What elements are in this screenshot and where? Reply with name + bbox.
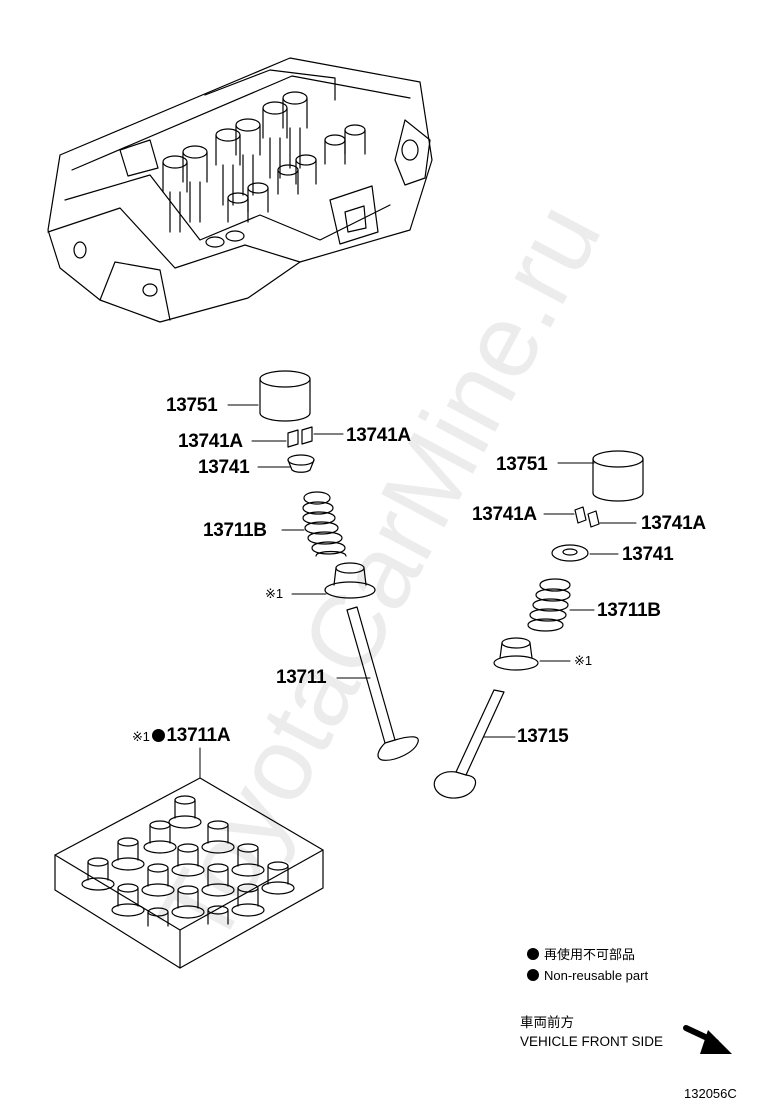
non-reusable-dot-icon [151, 729, 165, 742]
ref-mark-right: ※1 [574, 653, 593, 668]
vehicle-front-arrow-icon [683, 1025, 732, 1054]
label-13741a-right-1: 13741A [472, 504, 537, 525]
label-13715: 13715 [517, 726, 569, 747]
label-13751-right: 13751 [496, 454, 548, 475]
leader-lines [199, 404, 637, 779]
right-valve-stack-drawing [433, 450, 644, 799]
left-valve-stack-drawing [259, 370, 419, 761]
label-13711a: ※1 13711A [132, 725, 231, 746]
ref-mark-left: ※1 [265, 586, 284, 601]
label-13711b-left: 13711B [203, 520, 267, 541]
label-13741-right: 13741 [622, 544, 674, 565]
label-13711: 13711 [276, 667, 327, 688]
diagram-code: 132056C [684, 1086, 737, 1101]
label-13751-left: 13751 [166, 395, 218, 416]
legend-non-reusable-en: Non-reusable part [527, 969, 648, 982]
vehicle-front-jp: 車両前方 [520, 1015, 574, 1030]
legend-non-reusable-jp-text: 再使用不可部品 [544, 947, 636, 962]
label-13711b-right: 13711B [597, 600, 661, 621]
label-13741a-left-2: 13741A [346, 425, 411, 446]
legend-non-reusable-jp: 再使用不可部品 [527, 948, 635, 961]
legend-dot-icon [527, 948, 539, 960]
label-13741a-left-1: 13741A [178, 431, 243, 452]
vehicle-front-en: VEHICLE FRONT SIDE [520, 1034, 664, 1049]
legend-dot-icon [527, 969, 539, 981]
legend-non-reusable-en-text: Non-reusable part [544, 968, 649, 983]
seal-kit-box-drawing [54, 777, 324, 969]
label-13741a-right-2: 13741A [641, 513, 706, 534]
label-13711a-text: 13711A [166, 725, 231, 746]
label-13741-left: 13741 [198, 457, 250, 478]
ref-mark-kit: ※1 [132, 729, 150, 744]
cylinder-head-drawing [47, 57, 433, 323]
